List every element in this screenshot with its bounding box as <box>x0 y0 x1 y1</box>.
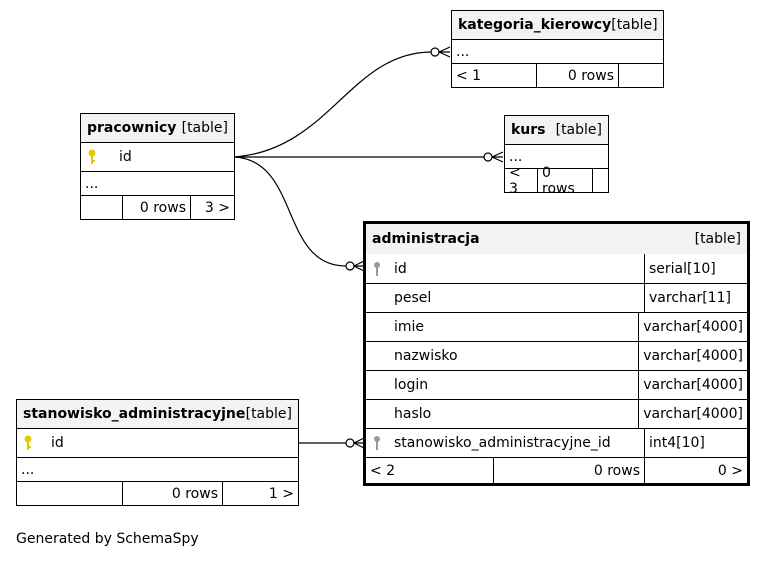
table-tag: [table] <box>181 120 228 136</box>
column-type: varchar[4000] <box>638 342 747 370</box>
table-stanowisko-administracyjne[interactable]: stanowisko_administracyjne [table] id ..… <box>16 399 299 506</box>
column-row: imie varchar[4000] <box>366 312 747 341</box>
table-header: stanowisko_administracyjne [table] <box>17 400 298 428</box>
children-count[interactable]: 1 > <box>222 482 298 505</box>
table-administracja[interactable]: administracja [table] id serial[10] pesel v… <box>363 221 750 486</box>
table-footer: < 1 0 rows <box>452 63 663 87</box>
edge-pracownicy-kategoria <box>233 51 433 158</box>
row-count: 0 rows <box>536 64 618 87</box>
column-row: pesel varchar[11] <box>366 283 747 312</box>
ellipsis: ... <box>509 148 523 165</box>
column-type: varchar[4000] <box>638 371 747 399</box>
edge-marker-kurs <box>483 152 493 162</box>
column-name: id <box>51 435 64 451</box>
column-type: varchar[4000] <box>638 400 747 428</box>
edge-marker-kategoria <box>430 47 440 57</box>
column-row: haslo varchar[4000] <box>366 399 747 428</box>
column-name-cell: pesel <box>366 284 644 312</box>
column-name: id <box>119 149 132 165</box>
column-row: id <box>17 428 298 457</box>
column-row: nazwisko varchar[4000] <box>366 341 747 370</box>
foreign-key-icon <box>366 435 388 451</box>
column-name: pesel <box>394 290 432 306</box>
table-body: ... <box>17 457 298 481</box>
parents-count[interactable]: < 2 <box>370 462 396 479</box>
table-name: stanowisko_administracyjne <box>23 406 246 422</box>
column-name: nazwisko <box>394 348 458 364</box>
primary-key-icon <box>81 149 103 165</box>
foreign-key-icon <box>366 261 388 277</box>
table-header: kategoria_kierowcy [table] <box>452 11 663 39</box>
children-count[interactable] <box>592 169 608 192</box>
column-name-cell: haslo <box>366 400 638 428</box>
table-header: kurs [table] <box>505 116 608 144</box>
children-count[interactable]: 3 > <box>190 196 234 219</box>
parents-count[interactable] <box>17 482 122 505</box>
column-name: haslo <box>394 406 432 422</box>
table-tag: [table] <box>611 17 658 33</box>
edge-pracownicy-administracja <box>233 156 347 267</box>
table-name: kategoria_kierowcy <box>458 17 612 33</box>
table-body: ... <box>81 171 234 195</box>
column-type: serial[10] <box>644 254 747 283</box>
edge-marker-administracja-stanowisko <box>345 438 355 448</box>
column-name: stanowisko_administracyjne_id <box>394 435 611 451</box>
column-row: login varchar[4000] <box>366 370 747 399</box>
table-tag: [table] <box>555 122 602 138</box>
table-body: ... <box>505 144 608 168</box>
table-tag: [table] <box>245 406 292 422</box>
children-count[interactable]: 0 > <box>644 458 747 483</box>
table-body: ... <box>452 39 663 63</box>
row-count: 0 rows <box>493 458 644 483</box>
table-footer: < 3 0 rows <box>505 164 608 197</box>
parents-count[interactable]: < 1 <box>456 67 482 84</box>
table-footer: 0 rows 1 > <box>17 481 298 505</box>
column-name-cell: imie <box>366 313 638 341</box>
ellipsis: ... <box>456 43 470 60</box>
table-header: administracja [table] <box>366 224 747 254</box>
column-row: id <box>81 142 234 171</box>
parents-count[interactable] <box>81 196 122 219</box>
table-kategoria-kierowcy[interactable]: kategoria_kierowcy [table] ... < 1 0 row… <box>451 10 664 88</box>
column-type: int4[10] <box>644 429 747 457</box>
table-name: administracja <box>372 231 480 247</box>
table-name: kurs <box>511 122 546 138</box>
column-name-cell: login <box>366 371 638 399</box>
parents-count[interactable]: < 3 <box>509 164 521 197</box>
column-type: varchar[4000] <box>638 313 747 341</box>
column-name-cell: nazwisko <box>366 342 638 370</box>
children-count[interactable] <box>618 64 663 87</box>
table-header: pracownicy [table] <box>81 114 234 142</box>
table-footer: 0 rows 3 > <box>81 195 234 219</box>
column-row: stanowisko_administracyjne_id int4[10] <box>366 428 747 457</box>
column-name-cell: id <box>366 254 644 283</box>
table-tag: [table] <box>694 231 741 247</box>
column-name-cell: stanowisko_administracyjne_id <box>366 429 644 457</box>
generated-by-text: Generated by SchemaSpy <box>16 531 199 547</box>
ellipsis: ... <box>85 175 99 192</box>
table-pracownicy[interactable]: pracownicy [table] id ... 0 rows 3 > <box>80 113 235 220</box>
column-name: imie <box>394 319 425 335</box>
row-count: 0 rows <box>537 165 592 197</box>
row-count: 0 rows <box>122 482 222 505</box>
primary-key-icon <box>17 435 39 451</box>
column-row: id serial[10] <box>366 254 747 283</box>
row-count: 0 rows <box>122 196 190 219</box>
edge-marker-administracja-id <box>345 261 355 271</box>
column-name: id <box>394 260 407 277</box>
table-kurs[interactable]: kurs [table] ... < 3 0 rows <box>504 115 609 197</box>
table-footer: < 2 0 rows 0 > <box>366 457 747 483</box>
column-name: login <box>394 377 429 393</box>
ellipsis: ... <box>21 461 35 478</box>
column-type: varchar[11] <box>644 284 747 312</box>
table-name: pracownicy <box>87 120 177 136</box>
